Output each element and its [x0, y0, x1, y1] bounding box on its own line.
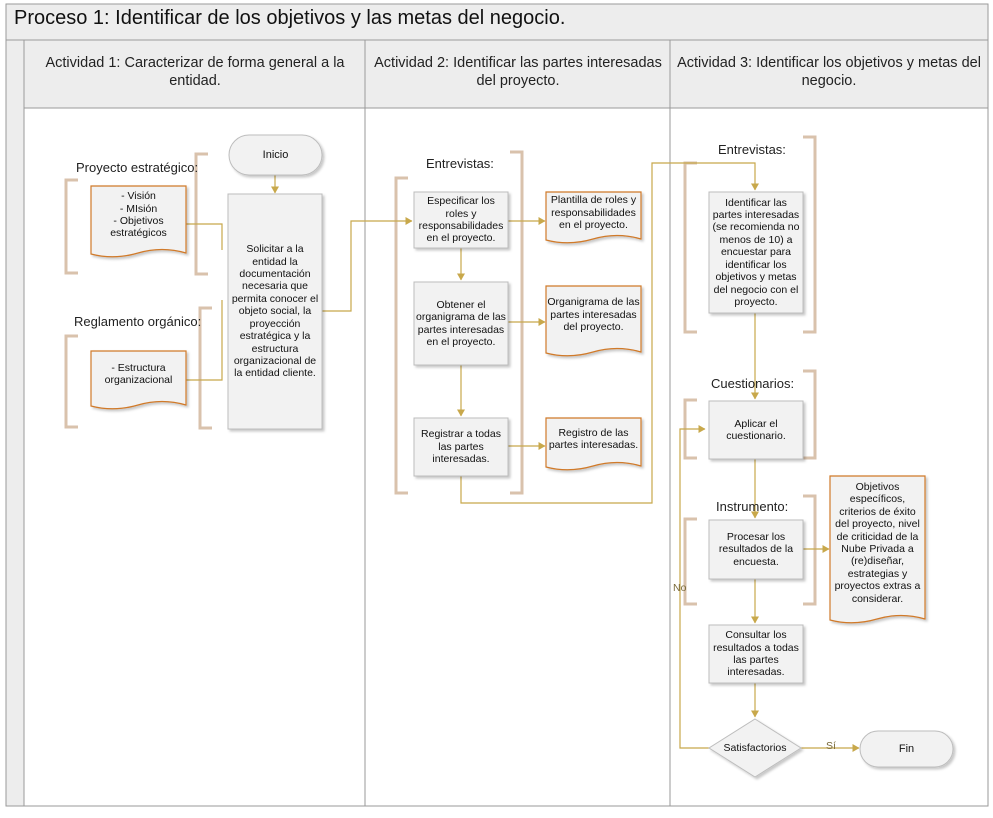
lane-header-actividad-1: Actividad 1: Caracterizar de forma gener…: [45, 55, 345, 89]
bracket-entrevistas2-right: [803, 135, 817, 334]
box-obtener: [413, 281, 509, 366]
left-band: [5, 39, 25, 807]
documents: [90, 185, 926, 624]
title-bar: [5, 3, 989, 41]
registro-doc-text: Registro de las partes interesadas.: [548, 426, 639, 451]
objetivos-doc-text: Objetivos específicos, criterios de éxit…: [834, 480, 921, 605]
doc-organigrama: [545, 285, 642, 357]
line-vision-solicitar: [186, 223, 223, 250]
box-procesar: [708, 519, 804, 580]
arrow-solicitar-especificar: [322, 217, 413, 312]
lane-header-actividad-3: Actividad 3: Identificar los objetivos y…: [677, 55, 981, 89]
bracket-reglamento-left: [64, 334, 78, 429]
plantilla-doc-text: Plantilla de roles y responsabilidades e…: [550, 194, 637, 232]
annotation-cuestionarios: Cuestionarios:: [711, 376, 795, 391]
terminators: [228, 134, 954, 768]
registrar-text: Registrar a todas las partes interesadas…: [421, 428, 501, 466]
annotation-proyecto-estrategico: Proyecto estratégico:: [76, 160, 199, 175]
annotation-entrevistas-2: Entrevistas:: [718, 142, 786, 157]
satisfactorios-label: Satisfactorios: [723, 741, 787, 754]
organigrama-doc-text: Organigrama de las partes interesadas de…: [547, 296, 640, 334]
identificar-text: Identificar las partes interesadas (se r…: [712, 196, 800, 308]
annotation-brackets: [64, 135, 817, 606]
annotation-entrevistas-1: Entrevistas:: [426, 156, 494, 171]
box-registrar: [413, 417, 509, 477]
edge-label-no: No: [673, 582, 687, 594]
terminator-fin: [859, 730, 954, 768]
arrow-no-loop: [679, 425, 709, 749]
doc-plantilla: [545, 191, 642, 244]
doc-estructura: [90, 350, 187, 410]
solicitar-text: Solicitar a la entidad la documentación …: [231, 243, 319, 380]
aplicar-text: Aplicar el cuestionario.: [726, 417, 786, 442]
terminator-inicio: [228, 134, 323, 176]
box-consultar: [708, 624, 804, 684]
bracket-proyecto-right: [194, 152, 208, 276]
line-estructura-solicitar: [186, 300, 223, 381]
edge-label-si: Sí: [826, 740, 836, 752]
estructura-doc-text: - Estructura organizacional: [104, 361, 173, 386]
bracket-cuestionarios-right: [803, 369, 817, 460]
doc-objetivos: [829, 475, 926, 624]
procesar-text: Procesar los resultados de la encuesta.: [718, 530, 794, 568]
box-aplicar: [708, 400, 804, 460]
process-title: Proceso 1: Identificar de los objetivos …: [14, 7, 566, 29]
connectors: [186, 162, 860, 752]
annotation-reglamento-organico: Reglamento orgánico:: [74, 314, 202, 329]
consultar-text: Consultar los resultados a todas las par…: [713, 629, 799, 679]
lane-header-actividad-2: Actividad 2: Identificar las partes inte…: [374, 55, 662, 89]
bracket-instrumento-right: [803, 494, 817, 606]
fin-label: Fin: [898, 742, 915, 755]
bracket-instrumento-left: [683, 517, 697, 606]
bracket-reglamento-right: [198, 306, 212, 430]
box-especificar: [413, 191, 509, 249]
annotation-instrumento: Instrumento:: [716, 499, 789, 514]
vision-doc-text: - Visión - MIsión - Objetivos estratégic…: [110, 190, 167, 240]
box-identificar: [708, 191, 804, 314]
especificar-text: Especificar los roles y responsabilidade…: [418, 195, 504, 245]
decision-satisfactorios: [708, 718, 802, 778]
inicio-label: Inicio: [262, 148, 289, 161]
doc-vision: [90, 185, 187, 258]
bracket-proyecto-left: [64, 178, 78, 275]
arrow-registrar-identificar: [460, 162, 759, 504]
lane-header-band: [23, 39, 989, 109]
obtener-text: Obtener el organigrama de las partes int…: [416, 298, 506, 348]
box-solicitar: [227, 193, 323, 430]
pool-frame: [5, 3, 989, 807]
process-boxes: [227, 191, 804, 684]
doc-registro: [545, 417, 642, 471]
bracket-entrevistas1-left: [394, 176, 408, 495]
